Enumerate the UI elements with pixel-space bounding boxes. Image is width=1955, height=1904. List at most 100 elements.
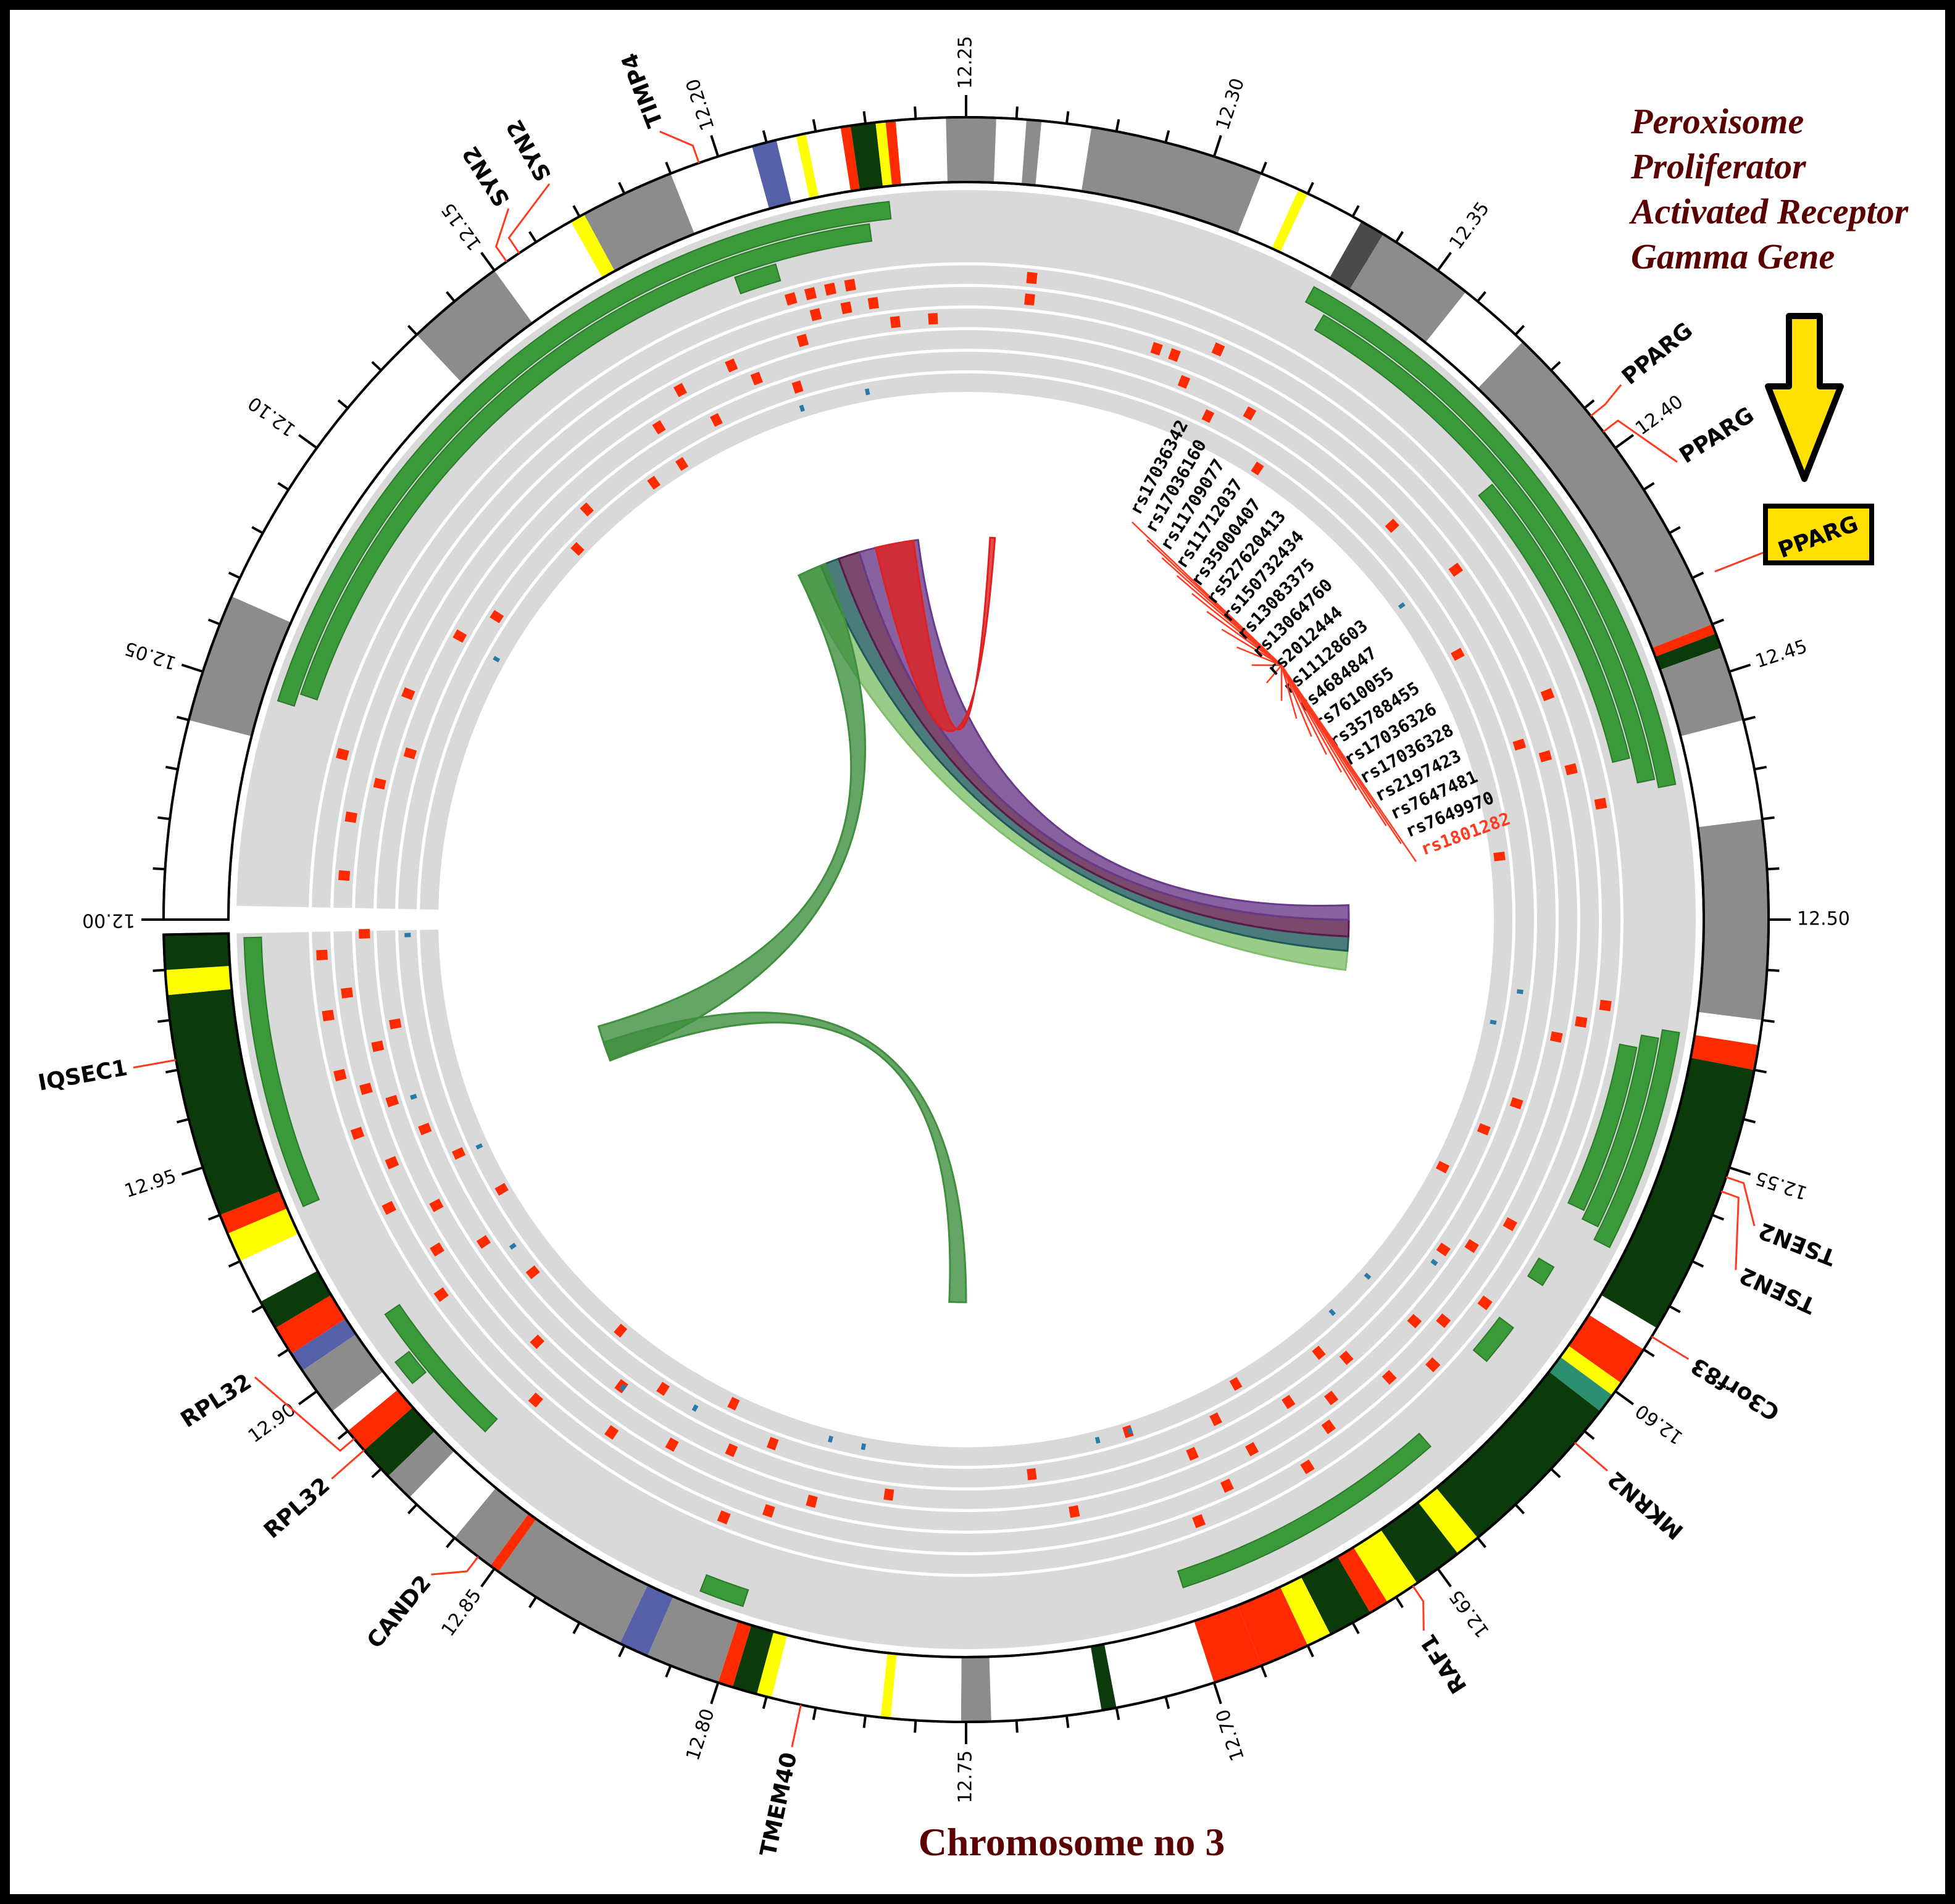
minor-tick: [207, 1213, 221, 1221]
minor-tick: [1164, 130, 1170, 143]
red-snp-mark: [804, 287, 817, 301]
ideogram-band: [1035, 120, 1092, 191]
ideogram-band: [454, 1487, 529, 1566]
ideogram-band: [796, 133, 819, 199]
ideogram-band: [188, 596, 291, 736]
minor-tick: [251, 1305, 264, 1313]
ideogram-band: [771, 1635, 888, 1718]
green-highlight-arc: [1527, 1257, 1555, 1287]
major-tick: [1436, 251, 1452, 272]
snp-track-ring-4: [377, 330, 1556, 1510]
minor-tick: [165, 765, 178, 771]
red-snp-mark: [806, 1494, 818, 1508]
red-snp-mark: [1425, 1357, 1441, 1373]
minor-tick: [1065, 111, 1070, 124]
green-highlight-arc: [1472, 1316, 1514, 1363]
snp-track-ring-1: [312, 265, 1621, 1574]
minor-tick: [1260, 1665, 1267, 1678]
blue-snp-mark: [828, 1436, 833, 1443]
ideogram-band: [364, 1407, 435, 1476]
red-snp-mark: [1436, 1313, 1451, 1328]
minor-tick: [277, 1348, 290, 1357]
ideogram-band: [890, 1653, 962, 1722]
gene-connector: [133, 1059, 177, 1069]
minor-tick: [762, 130, 768, 143]
red-snp-mark: [341, 987, 353, 999]
blue-snp-mark: [410, 1094, 417, 1100]
red-snp-mark: [401, 687, 415, 700]
minor-tick: [1711, 1213, 1725, 1221]
link-ribbon: [602, 1012, 967, 1303]
minor-tick: [157, 816, 170, 821]
red-snp-mark: [1575, 1016, 1588, 1028]
gene-label: TSEN2: [1755, 1217, 1839, 1270]
minor-tick: [1583, 1430, 1595, 1440]
ideogram-band: [1104, 1621, 1214, 1708]
red-snp-mark: [1339, 1350, 1354, 1365]
red-snp-mark: [580, 502, 594, 517]
red-snp-mark: [316, 949, 328, 961]
blue-snp-mark: [493, 655, 501, 663]
ideogram-band: [895, 117, 948, 185]
red-snp-mark: [614, 1323, 628, 1338]
ideogram-band: [388, 1431, 455, 1498]
minor-tick: [572, 1622, 581, 1634]
minor-tick: [251, 526, 264, 534]
green-highlight-arc: [1314, 314, 1656, 784]
tick-label: 12.25: [955, 36, 977, 89]
gene-connector: [1574, 1442, 1608, 1472]
minor-tick: [1711, 618, 1725, 626]
link-ribbon: [597, 562, 866, 1062]
minor-tick: [337, 399, 349, 409]
red-snp-mark: [322, 1009, 335, 1021]
red-snp-mark: [1385, 518, 1399, 533]
green-highlight-arc: [277, 201, 892, 707]
minor-tick: [1754, 765, 1767, 771]
green-highlight-arc: [734, 263, 782, 295]
ideogram-border: [162, 116, 1770, 1723]
minor-tick: [1643, 482, 1655, 491]
minor-tick: [528, 1596, 538, 1608]
gene-connector: [1725, 1176, 1756, 1226]
gene-label: IQSEC1: [36, 1055, 130, 1096]
pparg-callout: PPARG: [1714, 504, 1874, 573]
circos-plot: 12.0012.0512.1012.1512.2012.2512.3012.35…: [36, 36, 1909, 1864]
red-snp-mark: [890, 315, 901, 328]
tick-label: 12.55: [1753, 1166, 1810, 1204]
red-snp-mark: [717, 1510, 731, 1524]
tick-label: 12.45: [1753, 636, 1810, 673]
minor-tick: [407, 1503, 418, 1515]
red-snp-mark: [809, 308, 822, 322]
ideogram-band: [840, 125, 860, 191]
ideogram-band: [875, 121, 893, 187]
gene-label: RAF1: [1415, 1629, 1472, 1698]
data-tracks: [236, 189, 1696, 1649]
ideogram-band: [490, 1513, 536, 1572]
tick-label: 12.70: [1212, 1707, 1249, 1764]
ideogram-band: [1698, 819, 1769, 1020]
gene-connector: [495, 208, 510, 262]
major-tick: [1728, 663, 1751, 673]
ideogram-band: [1560, 1345, 1622, 1395]
ideogram-band: [885, 120, 902, 186]
blue-snp-mark: [1094, 1436, 1101, 1444]
red-snp-mark: [1464, 1239, 1479, 1253]
blue-snp-mark: [1430, 1258, 1438, 1266]
red-snp-mark: [350, 1126, 365, 1141]
blue-snp-mark: [865, 388, 870, 396]
red-snp-mark: [1382, 1370, 1397, 1385]
red-snp-mark: [1477, 1123, 1491, 1136]
green-highlight-arc: [394, 1350, 427, 1384]
gene-connector: [791, 1704, 802, 1747]
minor-tick: [862, 1715, 867, 1728]
ideogram-band: [167, 989, 280, 1215]
major-tick: [710, 1682, 720, 1705]
minor-tick: [812, 119, 817, 132]
ideogram-band: [1418, 1487, 1478, 1554]
red-snp-mark: [840, 301, 852, 315]
minor-tick: [152, 968, 165, 972]
major-tick: [181, 663, 204, 673]
blue-snp-mark: [1328, 1308, 1336, 1316]
minor-tick: [1583, 399, 1595, 409]
